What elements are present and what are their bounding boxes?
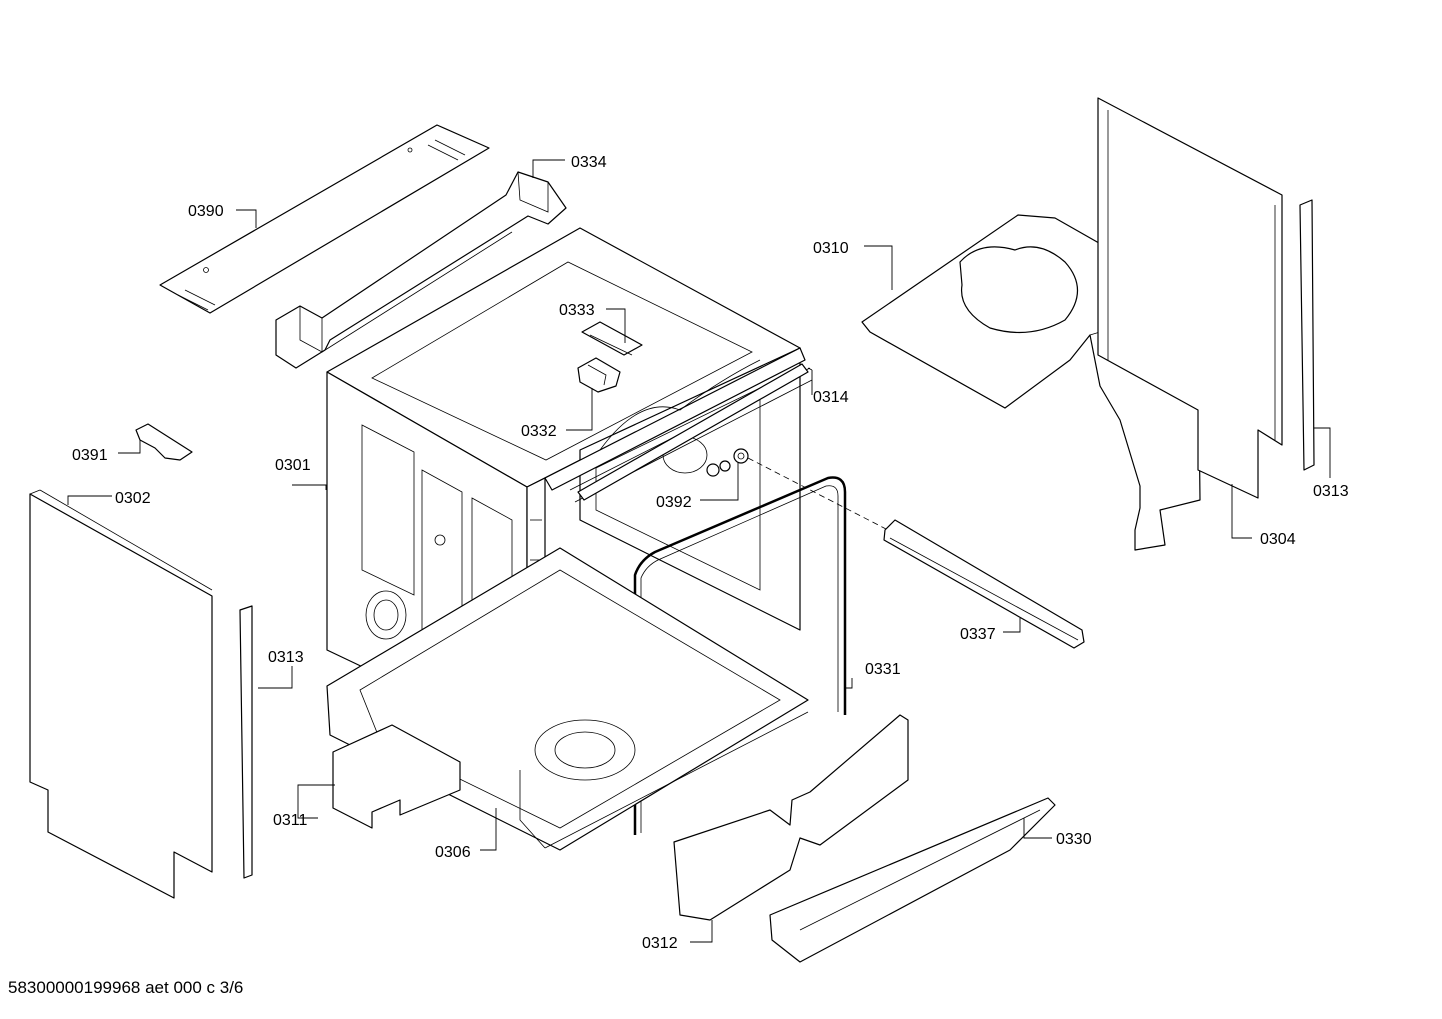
- label-0312: 0312: [642, 935, 678, 952]
- part-0311-base-insulation: [332, 724, 461, 829]
- label-0332: 0332: [521, 423, 557, 440]
- part-0392-screws: [706, 448, 889, 531]
- label-0306: 0306: [435, 844, 471, 861]
- part-0330-kickplate: [769, 797, 1056, 963]
- part-0334-top-rail: [275, 171, 567, 369]
- part-0313-left-strip: [239, 605, 253, 879]
- part-0313-right-strip: [1299, 199, 1315, 471]
- label-0333: 0333: [559, 302, 595, 319]
- part-0333-bracket: [581, 321, 643, 356]
- label-0337: 0337: [960, 626, 996, 643]
- part-0312-front-insulation: [673, 714, 909, 921]
- part-0302-side-panel: [29, 489, 213, 899]
- label-0334: 0334: [571, 154, 607, 171]
- label-0313-left: 0313: [268, 649, 304, 666]
- part-0390-cover-plate: [159, 124, 490, 314]
- label-0391: 0391: [72, 447, 108, 464]
- part-0331-door-seal: [633, 476, 847, 835]
- part-0337-rod: [883, 519, 1085, 649]
- label-0392: 0392: [656, 494, 692, 511]
- part-0304-back-panel: [1097, 97, 1283, 499]
- label-0302: 0302: [115, 490, 151, 507]
- label-0310: 0310: [813, 240, 849, 257]
- label-0313-right: 0313: [1313, 483, 1349, 500]
- part-labels: 0390 0334 0333 0332 0310 0314 0391 0301 …: [72, 154, 1349, 952]
- part-0314-front-rail: [577, 363, 809, 501]
- label-0314: 0314: [813, 389, 849, 406]
- label-0331: 0331: [865, 661, 901, 678]
- label-0301: 0301: [275, 457, 311, 474]
- leader-lines: [67, 159, 1331, 943]
- label-0330: 0330: [1056, 831, 1092, 848]
- part-0332-clip: [577, 357, 621, 393]
- part-0391-bracket: [135, 423, 193, 461]
- label-0390: 0390: [188, 203, 224, 220]
- label-0311: 0311: [273, 812, 308, 829]
- document-id-footer: 58300000199968 aet 000 c 3/6: [8, 978, 244, 997]
- label-0304: 0304: [1260, 531, 1296, 548]
